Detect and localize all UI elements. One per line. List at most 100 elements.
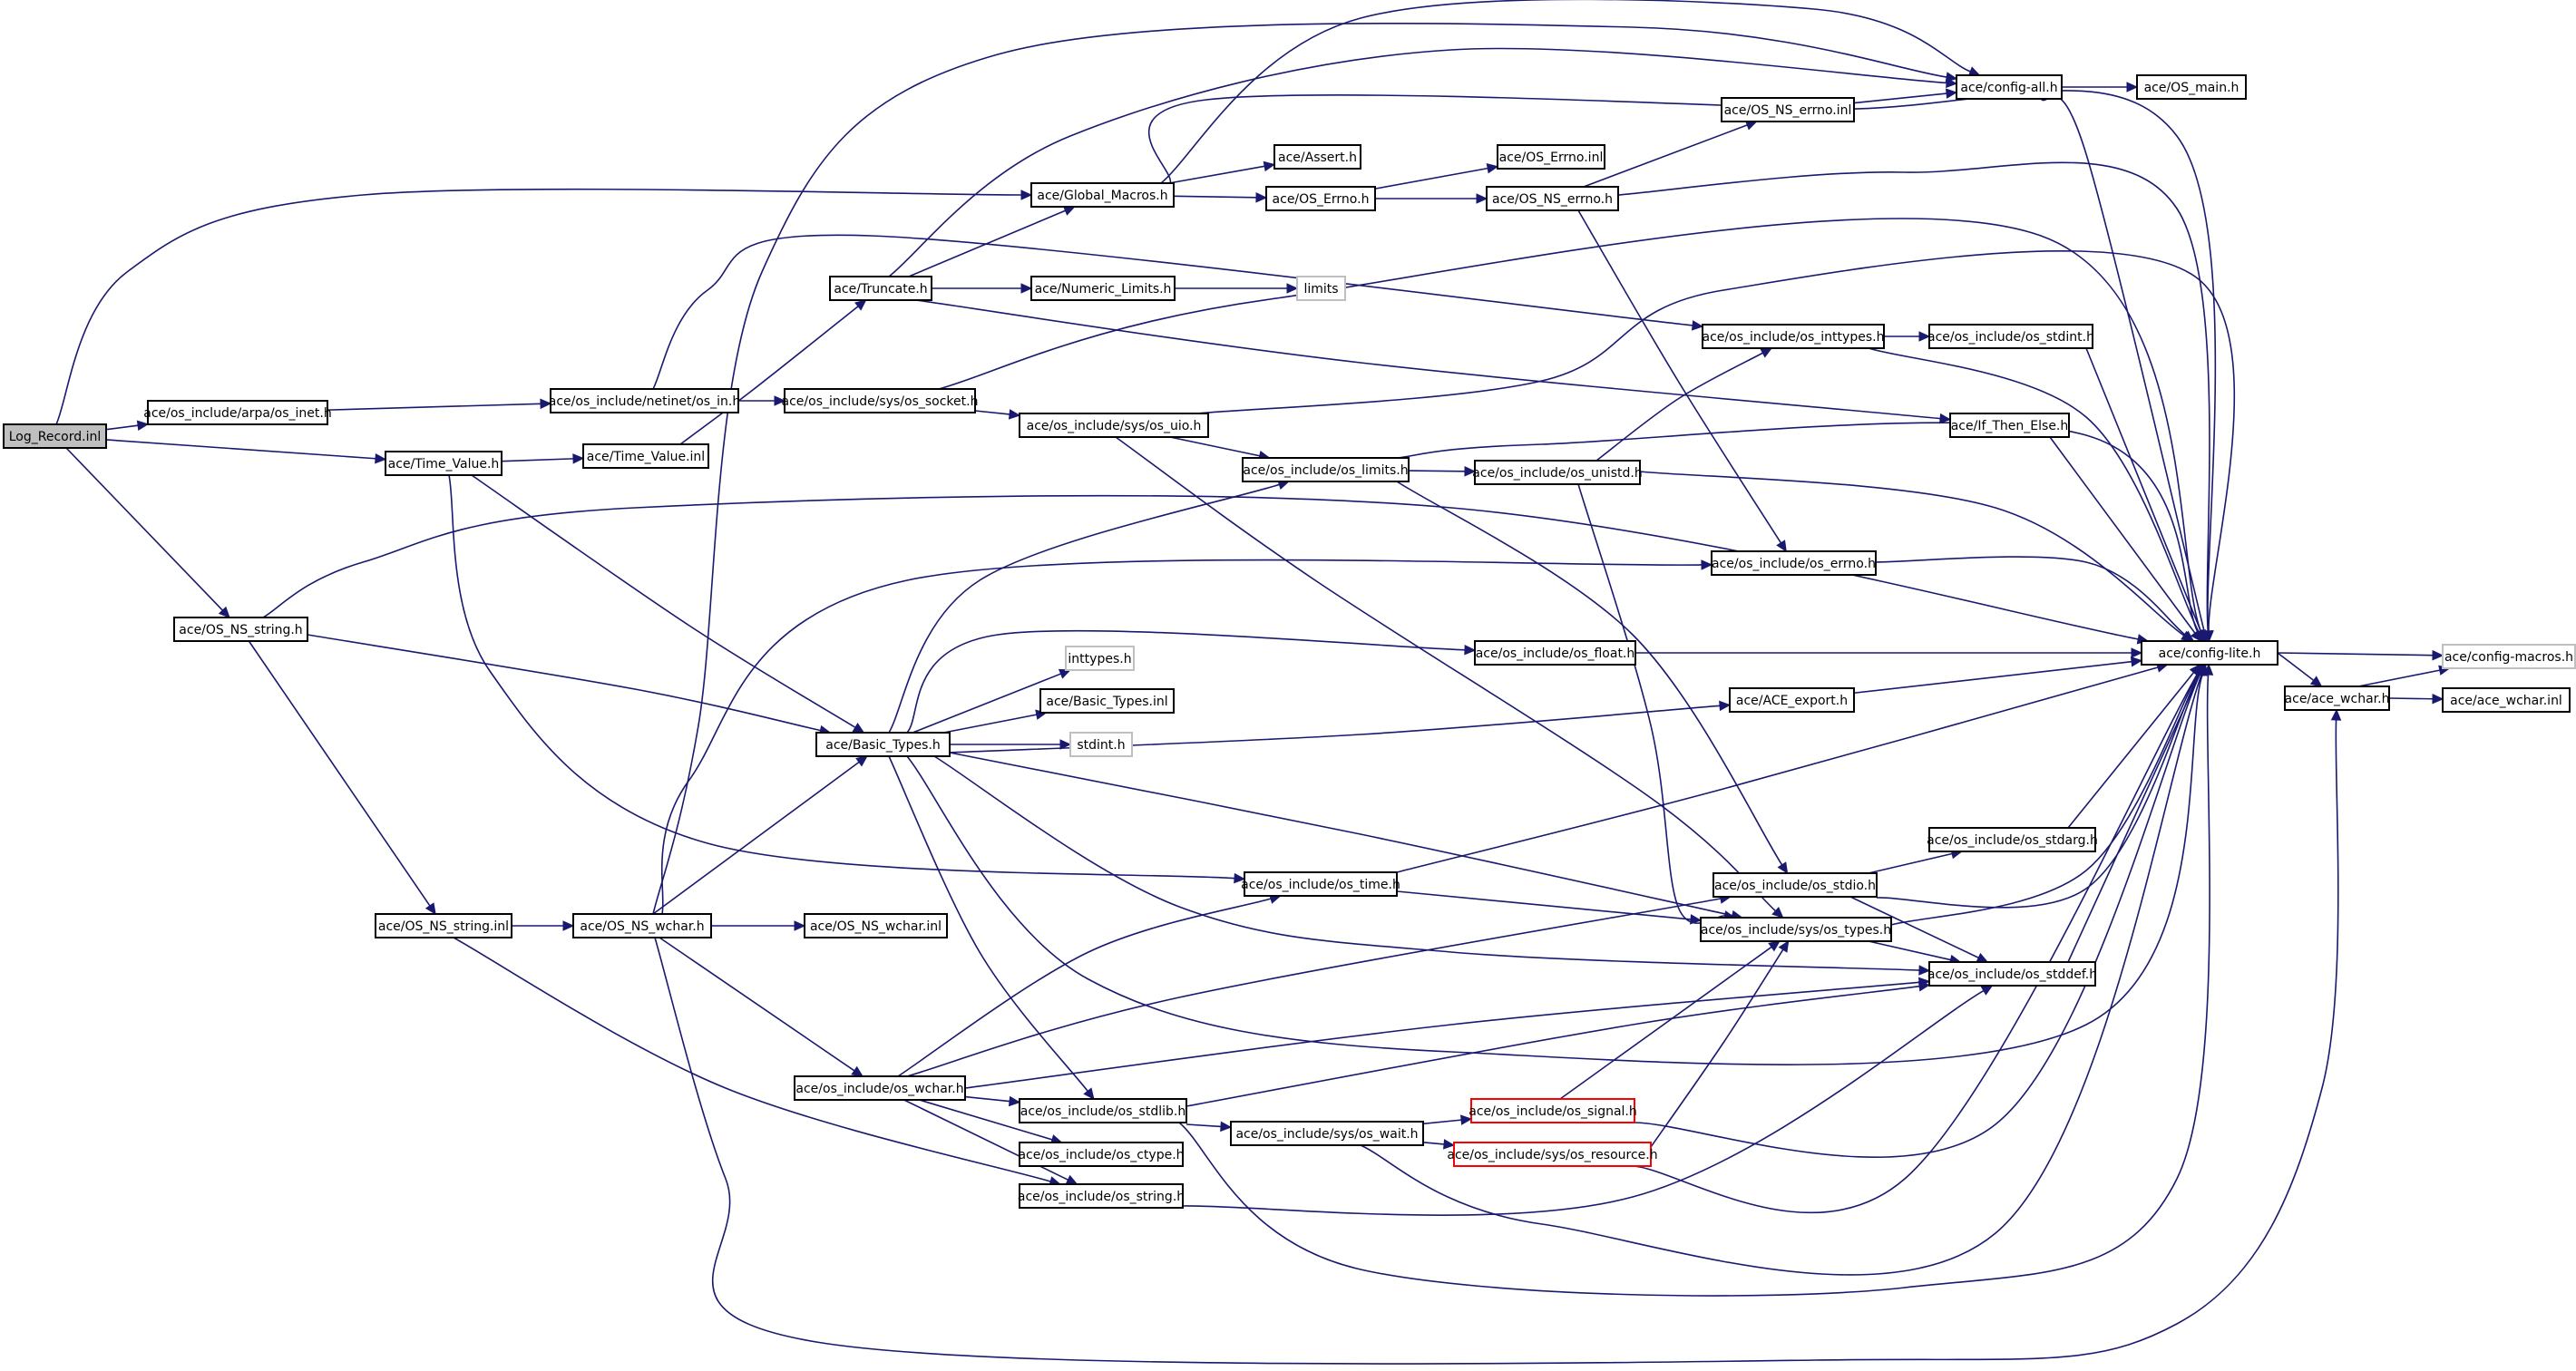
node-time-value-h[interactable]: ace/Time_Value.h xyxy=(385,451,503,476)
edge-os-inttypes-to-os-stdint xyxy=(1884,331,1931,342)
node-os-unistd[interactable]: ace/os_include/os_unistd.h xyxy=(1472,460,1643,485)
node-os-string[interactable]: ace/os_include/os_string.h xyxy=(1018,1183,1185,1209)
node-box xyxy=(2136,74,2247,100)
node-os-inttypes[interactable]: ace/os_include/os_inttypes.h xyxy=(1702,324,1885,349)
node-ace-wchar-h[interactable]: ace/ace_wchar.h xyxy=(2284,686,2390,711)
node-truncate-h[interactable]: ace/Truncate.h xyxy=(829,276,932,301)
node-box xyxy=(1019,1183,1184,1209)
node-os-ns-errno-inl[interactable]: ace/OS_NS_errno.inl xyxy=(1721,97,1855,122)
node-label: ace/os_include/sys/os_types.h xyxy=(1701,923,1891,938)
node-os-errno-inl[interactable]: ace/OS_Errno.inl xyxy=(1497,144,1605,170)
node-box xyxy=(804,913,948,938)
node-os-ctype[interactable]: ace/os_include/os_ctype.h xyxy=(1018,1142,1185,1167)
node-ace-export[interactable]: ace/ACE_export.h xyxy=(1729,687,1855,713)
edge-line xyxy=(1876,673,2200,909)
node-config-macros[interactable]: ace/config-macros.h xyxy=(2442,644,2576,669)
node-os-limits[interactable]: ace/os_include/os_limits.h xyxy=(1242,457,1410,482)
edge-os-errno-h-to-os-ns-errno-h xyxy=(1375,193,1488,204)
node-label: ace/os_include/os_stdarg.h xyxy=(1927,833,2098,848)
edge-sys-types-to-config-lite xyxy=(1890,663,2204,926)
node-os-main[interactable]: ace/OS_main.h xyxy=(2136,74,2247,100)
node-label: ace/os_include/os_errno.h xyxy=(1712,557,1876,571)
node-os-errno-inc[interactable]: ace/os_include/os_errno.h xyxy=(1711,550,1877,576)
node-os-stdarg[interactable]: ace/os_include/os_stdarg.h xyxy=(1927,827,2098,852)
edge-line xyxy=(1168,165,1265,184)
node-stdint-std[interactable]: stdint.h xyxy=(1069,732,1133,757)
node-sys-resource[interactable]: ace/os_include/sys/os_resource.h xyxy=(1447,1142,1658,1167)
edge-os-ns-string-inl-to-os-ns-wchar-h xyxy=(512,920,575,931)
edge-line xyxy=(1374,167,1488,190)
node-os-stdint[interactable]: ace/os_include/os_stdint.h xyxy=(1927,324,2094,349)
edge-os-ns-string-h-to-basic-types-h xyxy=(307,634,832,736)
node-config-all[interactable]: ace/config-all.h xyxy=(1956,74,2063,100)
node-log-record-inl[interactable]: Log_Record.inl xyxy=(3,423,107,449)
node-sys-types[interactable]: ace/os_include/sys/os_types.h xyxy=(1700,917,1892,942)
node-os-ns-string-inl[interactable]: ace/OS_NS_string.inl xyxy=(375,913,512,938)
node-os-ns-errno-h[interactable]: ace/OS_NS_errno.h xyxy=(1486,186,1619,211)
edge-line xyxy=(65,447,223,611)
node-box xyxy=(1030,276,1176,301)
node-os-stdlib[interactable]: ace/os_include/os_stdlib.h xyxy=(1019,1098,1187,1123)
node-os-time[interactable]: ace/os_include/os_time.h xyxy=(1241,871,1400,897)
node-global-macros[interactable]: ace/Global_Macros.h xyxy=(1030,182,1175,208)
edge-line xyxy=(964,981,1920,1089)
node-assert-h[interactable]: ace/Assert.h xyxy=(1273,144,1361,170)
edge-os-inttypes-to-config-lite xyxy=(1868,347,2204,643)
node-basic-types-h[interactable]: ace/Basic_Types.h xyxy=(815,732,951,757)
node-if-then-else[interactable]: ace/If_Then_Else.h xyxy=(1949,413,2070,438)
edge-line xyxy=(2067,672,2195,829)
node-os-float[interactable]: ace/os_include/os_float.h xyxy=(1474,640,1636,666)
node-label: ace/os_include/os_limits.h xyxy=(1243,463,1408,478)
edge-os-stdlib-to-os-stddef xyxy=(1186,981,1931,1107)
edge-line xyxy=(974,410,1010,415)
edge-line xyxy=(679,306,859,445)
edge-line xyxy=(652,22,1947,915)
edge-netinet-in-to-os-inttypes xyxy=(652,234,1704,390)
node-box xyxy=(1244,871,1398,897)
edge-line xyxy=(1583,124,1748,188)
node-sys-uio[interactable]: ace/os_include/sys/os_uio.h xyxy=(1019,413,1209,438)
node-inttypes-std[interactable]: inttypes.h xyxy=(1065,646,1135,671)
node-os-ns-wchar-h[interactable]: ace/OS_NS_wchar.h xyxy=(572,913,712,938)
node-box xyxy=(1729,687,1855,713)
edge-sys-types-to-os-stddef xyxy=(1868,940,1962,966)
arrow-head xyxy=(540,398,552,410)
edge-ace-export-to-config-lite xyxy=(1853,656,2143,695)
edge-time-value-h-to-basic-types-h xyxy=(471,474,865,734)
node-os-ns-wchar-inl[interactable]: ace/OS_NS_wchar.inl xyxy=(804,913,948,938)
arrow-head xyxy=(2432,693,2444,705)
edge-line xyxy=(1169,436,1260,457)
edge-line xyxy=(2067,673,2201,963)
node-arpa-inet[interactable]: ace/os_include/arpa/os_inet.h xyxy=(143,400,332,425)
edge-os-ns-wchar-h-to-os-errno-inc xyxy=(660,559,1713,915)
node-box xyxy=(550,388,739,413)
node-ace-wchar-inl[interactable]: ace/ace_wchar.inl xyxy=(2442,687,2571,713)
edge-line xyxy=(1408,470,1466,472)
node-os-signal[interactable]: ace/os_include/os_signal.h xyxy=(1469,1098,1637,1123)
header-nodes: Log_Record.inl ace/os_include/arpa/os_ine… xyxy=(3,74,2576,1209)
edge-basic-types-h-to-ace-export xyxy=(949,700,1732,754)
node-sys-socket[interactable]: ace/os_include/sys/os_socket.h xyxy=(782,388,979,413)
node-config-lite[interactable]: ace/config-lite.h xyxy=(2141,640,2278,666)
edge-os-signal-to-sys-types xyxy=(1559,940,1781,1100)
node-numeric-limits[interactable]: ace/Numeric_Limits.h xyxy=(1030,276,1176,301)
node-netinet-in[interactable]: ace/os_include/netinet/os_in.h xyxy=(549,388,740,413)
node-os-stdio[interactable]: ace/os_include/os_stdio.h xyxy=(1712,872,1878,898)
arrow-head xyxy=(855,755,868,767)
node-sys-wait[interactable]: ace/os_include/sys/os_wait.h xyxy=(1230,1121,1424,1146)
node-box xyxy=(1065,646,1135,671)
node-time-value-inl[interactable]: ace/Time_Value.inl xyxy=(582,443,709,469)
edge-truncate-h-to-if-then-else xyxy=(915,299,1952,424)
node-os-ns-string-h[interactable]: ace/OS_NS_string.h xyxy=(173,617,308,642)
node-os-stddef[interactable]: ace/os_include/os_stddef.h xyxy=(1927,961,2097,987)
edge-line xyxy=(943,714,1037,734)
node-label: ace/os_include/os_inttypes.h xyxy=(1703,330,1885,345)
node-limits-std[interactable]: limits xyxy=(1296,276,1346,301)
edge-line xyxy=(897,898,1272,1077)
node-basic-types-inl[interactable]: ace/Basic_Types.inl xyxy=(1039,688,1175,714)
node-os-errno-h[interactable]: ace/OS_Errno.h xyxy=(1265,186,1376,211)
node-label: ace/Global_Macros.h xyxy=(1037,189,1167,203)
edge-line xyxy=(1849,896,1979,958)
node-os-wchar-h[interactable]: ace/os_include/os_wchar.h xyxy=(794,1075,966,1101)
